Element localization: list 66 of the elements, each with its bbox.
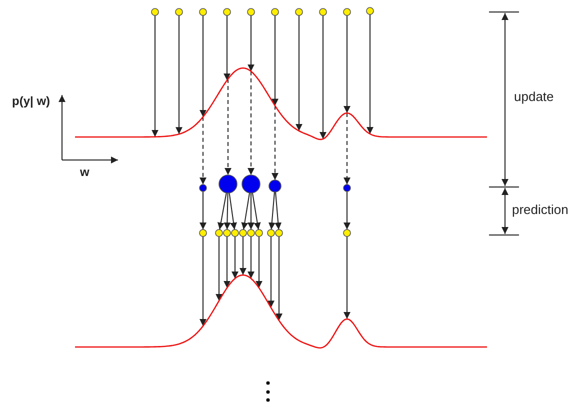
particle-dot xyxy=(343,184,351,192)
particle-dot xyxy=(343,8,351,16)
arrow xyxy=(344,15,350,114)
particle-dot xyxy=(199,184,207,192)
particle-dot xyxy=(223,229,231,237)
arrow xyxy=(240,236,246,276)
arrow xyxy=(248,192,254,230)
axis-label: w xyxy=(80,165,90,180)
particle-dot xyxy=(231,229,239,237)
particle-dot xyxy=(319,8,327,16)
arrow xyxy=(268,191,276,230)
arrow xyxy=(224,78,232,176)
arrow xyxy=(344,236,350,320)
arrow xyxy=(272,15,278,106)
arrow xyxy=(224,192,231,230)
particle-dot xyxy=(223,8,231,16)
density-curve xyxy=(75,67,487,140)
particle-dot xyxy=(255,229,263,237)
arrow xyxy=(224,236,230,288)
arrow xyxy=(217,192,227,230)
arrow xyxy=(248,70,254,176)
particle-dot xyxy=(218,174,238,194)
particle-dot xyxy=(239,229,247,237)
particle-dot xyxy=(275,229,283,237)
particle-dot xyxy=(175,8,183,16)
particle-dot xyxy=(271,8,279,16)
dimension-label: update xyxy=(514,89,554,104)
particle-dot xyxy=(267,229,275,237)
arrow xyxy=(248,15,254,72)
arrow xyxy=(200,116,206,185)
arrow xyxy=(224,15,230,81)
arrow xyxy=(152,15,158,138)
particle-dot xyxy=(242,174,260,194)
arrow xyxy=(200,191,206,230)
arrow xyxy=(241,192,250,230)
particle-dot xyxy=(247,8,255,16)
particle-dot xyxy=(151,8,159,16)
arrow xyxy=(200,236,206,327)
arrow xyxy=(276,236,282,322)
arrow xyxy=(344,191,350,230)
arrow xyxy=(366,14,374,134)
arrow xyxy=(256,236,262,288)
axis-label: p(y| w) xyxy=(12,94,50,109)
particle-dot xyxy=(343,229,351,237)
particle-dot xyxy=(268,180,282,192)
arrow xyxy=(232,236,238,279)
particle-dot xyxy=(215,229,223,237)
arrow xyxy=(344,112,350,185)
arrow xyxy=(176,15,182,135)
arrow xyxy=(252,192,261,230)
particle-dot xyxy=(199,8,207,16)
arrow xyxy=(272,105,278,180)
arrow xyxy=(200,15,206,118)
particle-dot xyxy=(295,8,303,16)
arrow xyxy=(216,236,222,302)
arrow xyxy=(268,236,274,308)
dimension-label: prediction xyxy=(512,202,568,217)
particle-dot xyxy=(247,229,255,237)
arrow xyxy=(274,191,282,230)
arrow xyxy=(228,192,237,230)
particle-dot xyxy=(199,229,207,237)
particle-dot xyxy=(366,7,374,15)
arrow xyxy=(248,236,254,279)
density-curve xyxy=(75,274,487,349)
arrow xyxy=(320,15,326,140)
arrow xyxy=(296,15,302,132)
